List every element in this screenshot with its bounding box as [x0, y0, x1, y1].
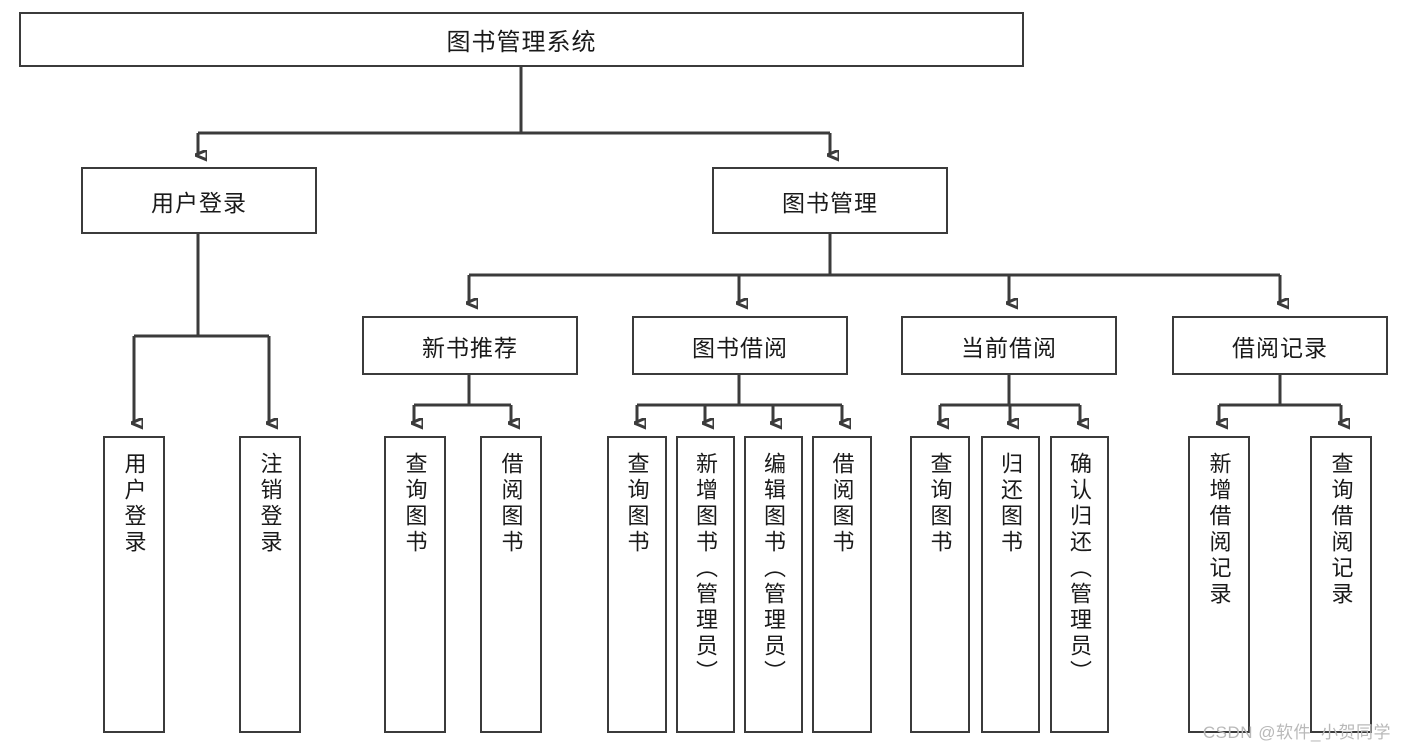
node-label: 用户登录	[121, 452, 147, 556]
node-book-management[interactable]: 图书管理	[712, 167, 948, 234]
node-label: 用户登录	[151, 189, 247, 216]
node-label: 借阅图书	[829, 452, 855, 556]
node-label: 归还图书	[998, 452, 1024, 556]
node-label: 借阅图书	[498, 452, 524, 556]
leaf-logout[interactable]: 注销登录	[239, 436, 301, 733]
leaf-query-borrowing-record[interactable]: 查询借阅记录	[1310, 436, 1372, 733]
leaf-return-books[interactable]: 归还图书	[981, 436, 1040, 733]
node-label: 查询图书	[927, 452, 953, 556]
node-label: 新增借阅记录	[1206, 452, 1232, 608]
node-root-library-management-system[interactable]: 图书管理系统	[19, 12, 1024, 67]
node-label: 当前借阅	[961, 334, 1057, 361]
node-new-book-recommendation[interactable]: 新书推荐	[362, 316, 578, 375]
node-label: 编辑图书（管理员）	[761, 452, 787, 686]
watermark-text: CSDN @软件_小贺同学	[1202, 723, 1391, 742]
leaf-query-books-borrowing[interactable]: 查询图书	[607, 436, 667, 733]
node-label: 图书管理	[782, 189, 878, 216]
leaf-borrow-books-borrowing[interactable]: 借阅图书	[812, 436, 872, 733]
node-current-borrowing[interactable]: 当前借阅	[901, 316, 1117, 375]
leaf-query-books-recommendation[interactable]: 查询图书	[384, 436, 446, 733]
leaf-query-books-current[interactable]: 查询图书	[910, 436, 970, 733]
leaf-edit-book-admin[interactable]: 编辑图书（管理员）	[744, 436, 803, 733]
leaf-add-book-admin[interactable]: 新增图书（管理员）	[676, 436, 735, 733]
node-label: 新增图书（管理员）	[693, 452, 719, 686]
node-label: 查询借阅记录	[1328, 452, 1354, 608]
node-label: 查询图书	[402, 452, 428, 556]
node-book-borrowing[interactable]: 图书借阅	[632, 316, 848, 375]
node-label: 图书管理系统	[446, 29, 597, 56]
node-label: 查询图书	[624, 452, 650, 556]
node-label: 借阅记录	[1232, 334, 1328, 361]
leaf-confirm-return-admin[interactable]: 确认归还（管理员）	[1050, 436, 1109, 733]
leaf-user-login[interactable]: 用户登录	[103, 436, 165, 733]
leaf-add-borrowing-record[interactable]: 新增借阅记录	[1188, 436, 1250, 733]
node-label: 新书推荐	[422, 334, 518, 361]
node-label: 注销登录	[257, 452, 283, 556]
node-label: 图书借阅	[692, 334, 788, 361]
node-borrowing-record[interactable]: 借阅记录	[1172, 316, 1388, 375]
leaf-borrow-books-recommendation[interactable]: 借阅图书	[480, 436, 542, 733]
node-user-login[interactable]: 用户登录	[81, 167, 317, 234]
node-label: 确认归还（管理员）	[1067, 452, 1093, 686]
